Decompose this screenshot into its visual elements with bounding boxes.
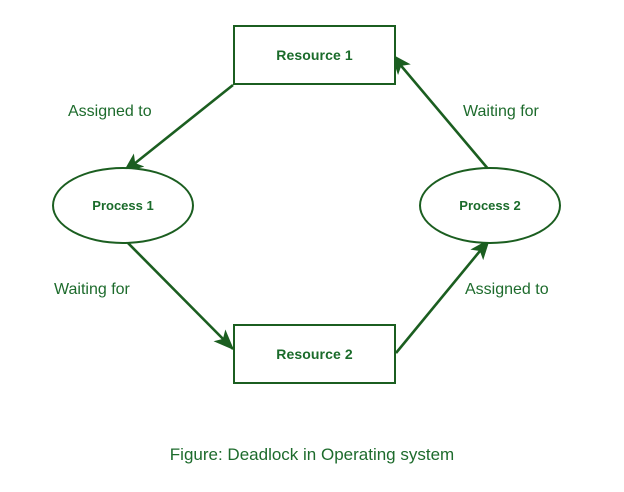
node-label-process-2: Process 2 (459, 198, 521, 213)
node-label-resource-2: Resource 2 (276, 346, 353, 362)
edge-label-r1-p1: Assigned to (68, 103, 152, 120)
node-process-2[interactable]: Process 2 (419, 167, 561, 244)
node-label-process-1: Process 1 (92, 198, 154, 213)
figure-caption: Figure: Deadlock in Operating system (169, 445, 455, 464)
edge-line-p1-r2 (123, 238, 235, 351)
edge-label-p2-r1: Waiting for (463, 103, 539, 120)
node-label-resource-1: Resource 1 (276, 47, 353, 63)
node-resource-2[interactable]: Resource 2 (233, 324, 396, 384)
edge-label-p1-r2: Waiting for (54, 281, 130, 298)
node-resource-1[interactable]: Resource 1 (233, 25, 396, 85)
node-process-1[interactable]: Process 1 (52, 167, 194, 244)
edge-label-r2-p2: Assigned to (465, 281, 549, 298)
edge-line-r1-p1 (122, 83, 234, 174)
